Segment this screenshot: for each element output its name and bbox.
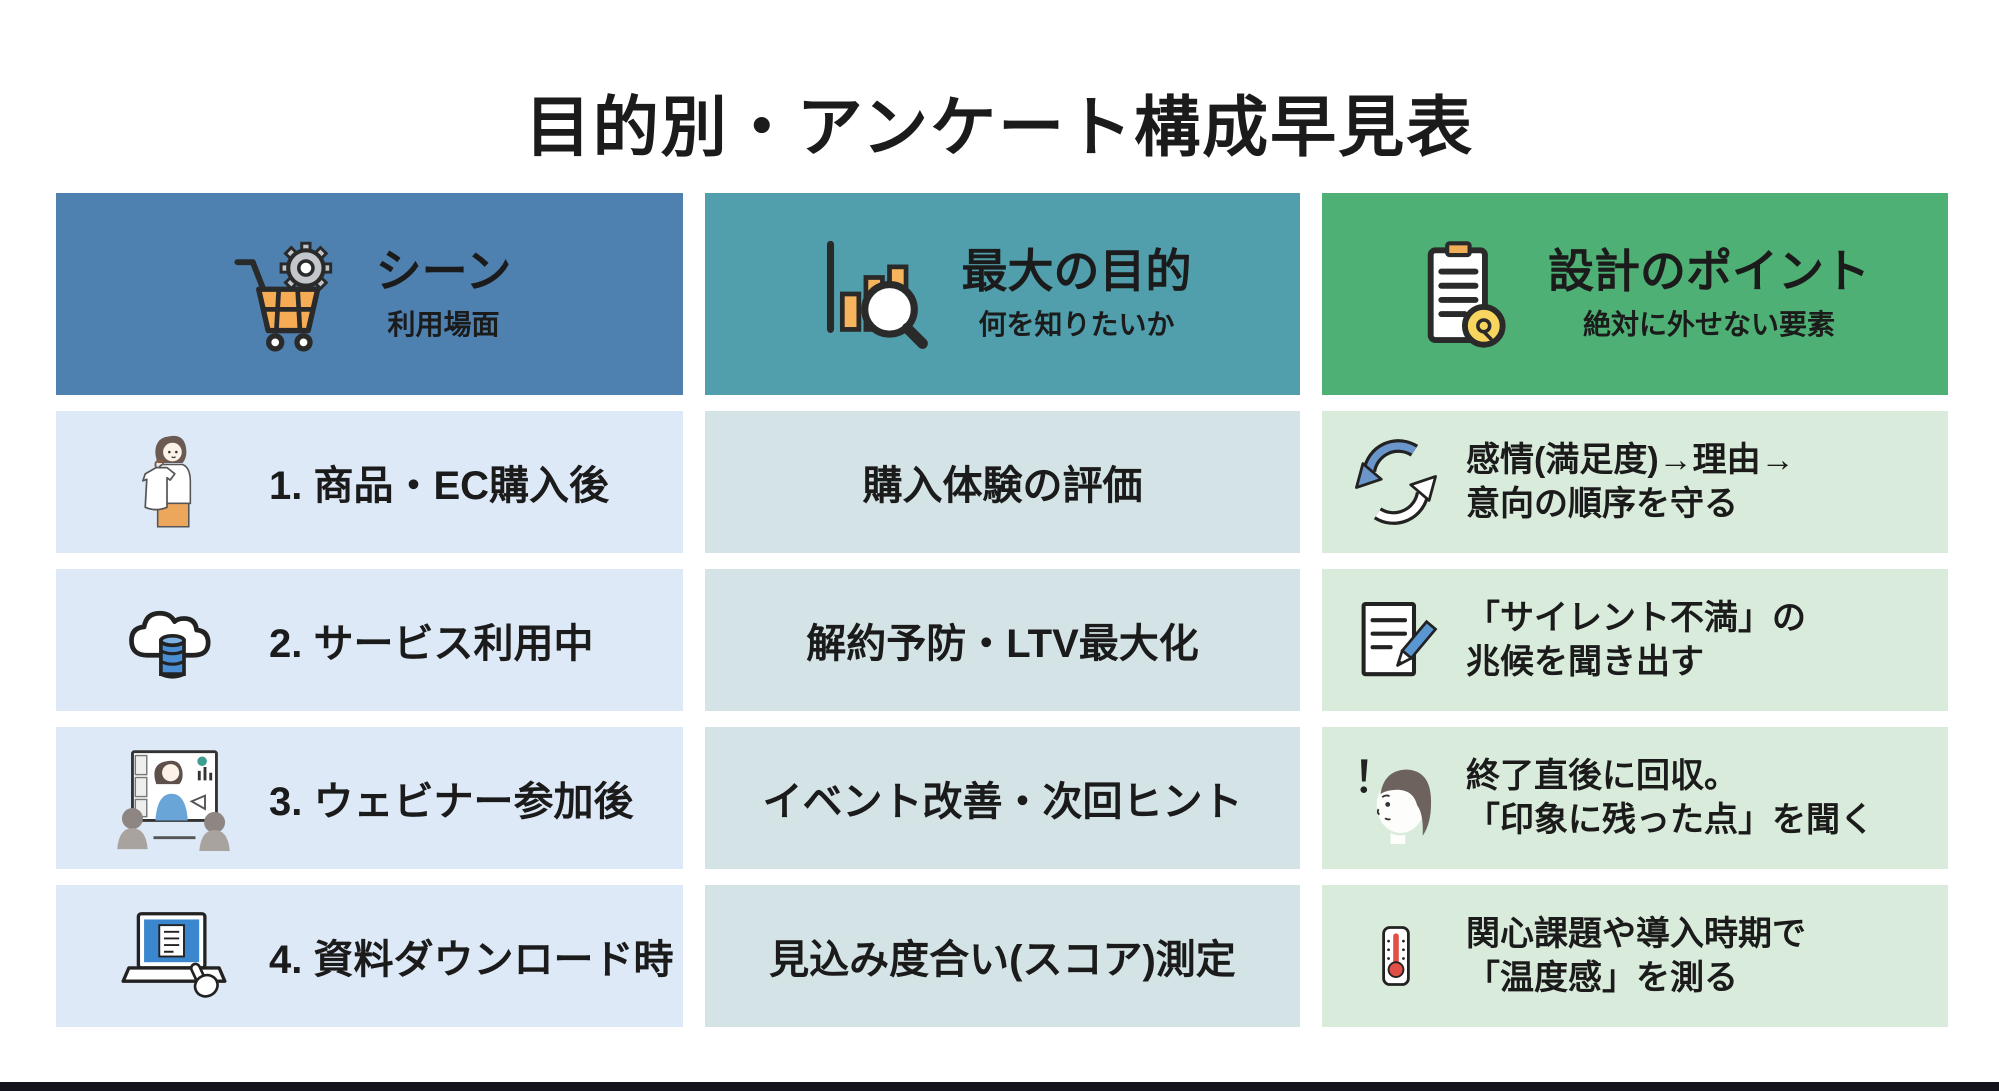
page-title: 目的別・アンケート構成早見表 (524, 90, 1475, 165)
row3-scene-cell: 3. ウェビナー参加後 (56, 727, 683, 869)
row1-purpose-label: 購入体験の評価 (862, 464, 1143, 508)
header-purpose-text: 最大の目的 何を知りたいか (962, 245, 1192, 344)
header-point-text: 設計のポイント 絶対に外せない要素 (1548, 245, 1870, 344)
row3-point-line1: 終了直後に回収。 (1466, 756, 1738, 795)
row2-point-line2: 兆候を聞き出す (1466, 643, 1704, 681)
quick-reference-table: シーン 利用場面 最大の目的 何を知りたいか (56, 193, 1948, 1027)
header-scene-text: シーン 利用場面 (376, 245, 512, 344)
row2-purpose-cell: 解約予防・LTV最大化 (705, 569, 1300, 711)
memo-pen-icon (1348, 585, 1444, 695)
row4-purpose-label: 見込み度合い(スコア)測定 (769, 938, 1236, 982)
person-tshirt-icon (106, 422, 241, 542)
row3-scene-label: 3. ウェビナー参加後 (269, 780, 634, 824)
header-scene-title: シーン (375, 244, 512, 297)
row4-point-cell: 関心課題や導入時期で 「温度感」を測る (1322, 885, 1948, 1027)
cart-gear-icon (228, 235, 346, 353)
row4-scene-cell: 4. 資料ダウンロード時 (56, 885, 683, 1027)
row4-point-line1: 関心課題や導入時期で (1466, 914, 1806, 953)
bottom-accent-bar (0, 1082, 1999, 1091)
header-point-title: 設計のポイント (1548, 244, 1870, 297)
thermometer-icon (1348, 901, 1444, 1011)
cloud-database-icon (106, 580, 241, 700)
row2-scene-label: 2. サービス利用中 (269, 622, 594, 666)
row2-purpose-label: 解約予防・LTV最大化 (806, 622, 1199, 666)
row2-point-label: 「サイレント不満」の 兆候を聞き出す (1466, 596, 1806, 684)
surprised-woman-icon (1348, 743, 1444, 853)
row3-point-line2: 「印象に残った点」を聞く (1466, 801, 1874, 839)
row1-point-line1: 感情(満足度)→理由→ (1466, 440, 1795, 479)
row1-point-cell: 感情(満足度)→理由→ 意向の順序を守る (1322, 411, 1948, 553)
header-scene: シーン 利用場面 (56, 193, 683, 395)
row3-purpose-cell: イベント改善・次回ヒント (705, 727, 1300, 869)
header-scene-subtitle: 利用場面 (387, 309, 500, 341)
row4-scene-label: 4. 資料ダウンロード時 (269, 938, 674, 982)
cycle-arrows-icon (1348, 427, 1444, 537)
row3-point-cell: 終了直後に回収。 「印象に残った点」を聞く (1322, 727, 1948, 869)
row4-point-label: 関心課題や導入時期で 「温度感」を測る (1466, 912, 1806, 1000)
row2-point-cell: 「サイレント不満」の 兆候を聞き出す (1322, 569, 1948, 711)
row1-scene-cell: 1. 商品・EC購入後 (56, 411, 683, 553)
row4-purpose-cell: 見込み度合い(スコア)測定 (705, 885, 1300, 1027)
row1-purpose-cell: 購入体験の評価 (705, 411, 1300, 553)
header-purpose-subtitle: 何を知りたいか (978, 309, 1175, 341)
laptop-click-icon (106, 896, 241, 1016)
row1-point-line2: 意向の順序を守る (1466, 485, 1738, 523)
header-point-subtitle: 絶対に外せない要素 (1582, 309, 1835, 341)
row3-point-label: 終了直後に回収。 「印象に残った点」を聞く (1466, 754, 1874, 842)
webinar-icon (106, 738, 241, 858)
row1-point-label: 感情(満足度)→理由→ 意向の順序を守る (1466, 438, 1795, 526)
row1-scene-label: 1. 商品・EC購入後 (269, 464, 610, 508)
header-point: 設計のポイント 絶対に外せない要素 (1322, 193, 1948, 395)
row4-point-line2: 「温度感」を測る (1466, 959, 1738, 997)
row2-point-line1: 「サイレント不満」の (1466, 598, 1806, 637)
clipboard-bulb-icon (1400, 235, 1518, 353)
chart-magnifier-icon (814, 235, 932, 353)
row3-purpose-label: イベント改善・次回ヒント (762, 780, 1243, 824)
header-purpose: 最大の目的 何を知りたいか (705, 193, 1300, 395)
row2-scene-cell: 2. サービス利用中 (56, 569, 683, 711)
header-purpose-title: 最大の目的 (961, 244, 1192, 297)
